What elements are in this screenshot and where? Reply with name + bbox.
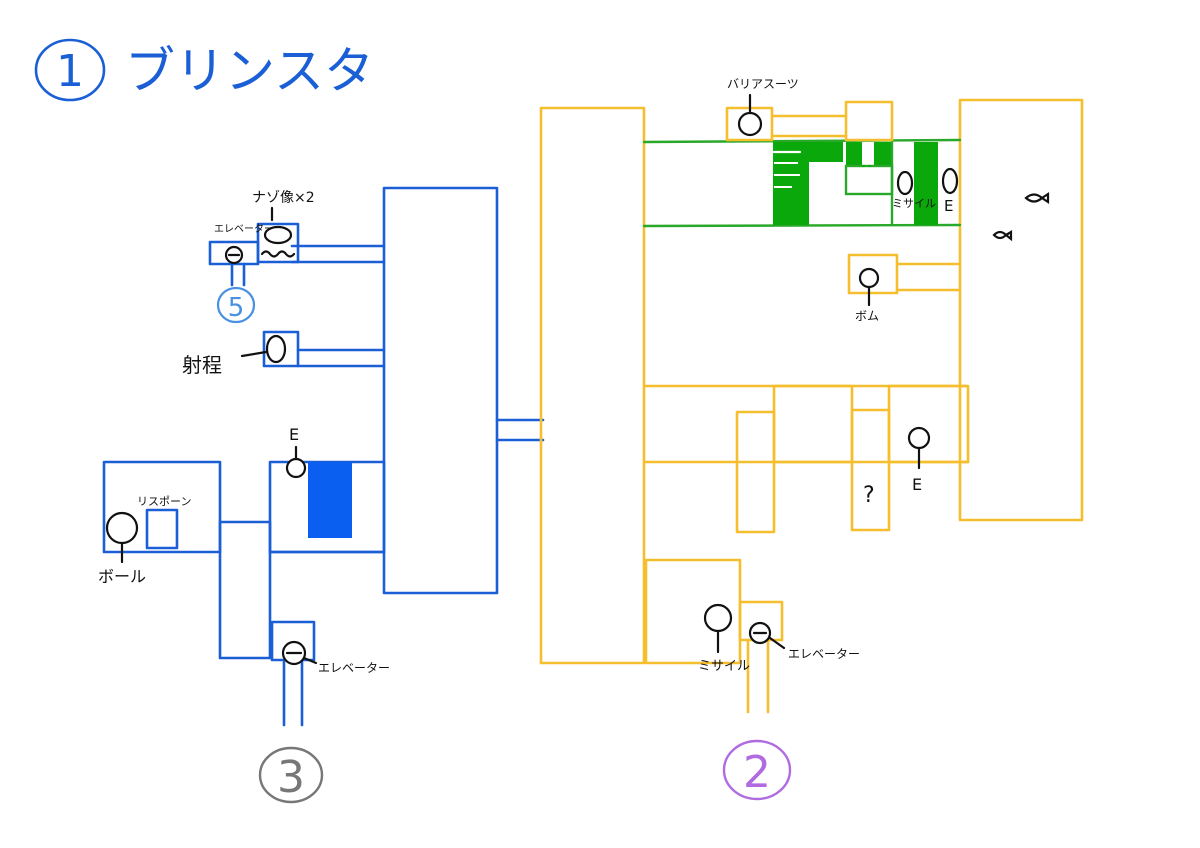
exit-2-label: 2 [743,747,771,798]
energy-mid-icon [907,426,931,470]
energy-icon [285,445,307,479]
area1-respawn-point [145,508,179,550]
title-number: 1 [56,46,84,97]
elevator-label: エレベーター [318,661,390,675]
green-block-1 [773,142,809,225]
area2-mid-center-room [772,384,854,464]
area2-top-small-room [844,100,894,142]
area2-map [539,98,1084,714]
green-block-3 [846,142,862,166]
barrier-suit-icon [737,93,763,137]
ball-label: ボール [98,567,146,586]
title-number-circle [34,38,106,102]
elevator-small-icon [224,245,244,265]
area1-map [102,186,545,727]
area2-bomb-room [847,253,899,295]
elevator-bottom-label: エレベーター [788,647,860,661]
missile-bottom-label: ミサイル [698,659,750,674]
fish-icon [992,230,1013,242]
respawn-label: リスポーン [137,495,191,508]
energy-top-icon [941,167,959,195]
elevator-icon [281,640,318,666]
exit-5-label: 5 [228,293,245,323]
missile-top-icon [896,170,914,196]
bomb-icon [858,267,880,307]
area1-lower-shaft [218,520,272,660]
exit-3-circle [258,746,324,804]
area2-markers: バリアスーツ ミサイル E ボム E ? [698,77,1050,801]
range-icon [240,334,287,364]
energy-mid-label: E [912,475,922,494]
green-block-4 [874,142,892,166]
fish-icon [1024,191,1050,205]
range-label: 射程 [182,353,222,377]
missile-bottom-icon [703,603,733,654]
green-block-2 [809,142,843,162]
area2-right-shaft [958,98,1084,522]
area2-mid-left-room [735,410,776,534]
elevator-small-label: エレベーター [214,223,274,235]
green-block-5 [914,142,938,225]
exit-5-circle [216,286,256,324]
area1-energy-tank [308,462,352,538]
barrier-suit-label: バリアスーツ [727,77,799,91]
ball-icon [105,511,139,564]
area1-markers: ナゾ像×2 エレベーター 5 射程 E リスポーン ボール [98,190,390,804]
statue-label: ナゾ像×2 [252,190,315,206]
area-title: 1 ブリンスタ [34,38,374,102]
missile-top-label: ミサイル [892,197,936,210]
exit-2-circle [722,739,792,801]
area2-mid-right-room [887,384,970,464]
area1-respawn-room [102,460,222,554]
energy-label: E [289,425,299,444]
exit-3-label: 3 [277,752,305,803]
statue-icon [260,206,296,258]
unknown-label: ? [863,483,875,508]
energy-top-label: E [944,197,953,215]
area2-left-shaft [539,106,646,665]
bomb-label: ボム [855,309,879,323]
area2-unknown-room [850,408,891,532]
elevator-bottom-icon [748,621,786,650]
title-text: ブリンスタ [125,42,374,100]
area1-main-shaft [382,186,499,595]
